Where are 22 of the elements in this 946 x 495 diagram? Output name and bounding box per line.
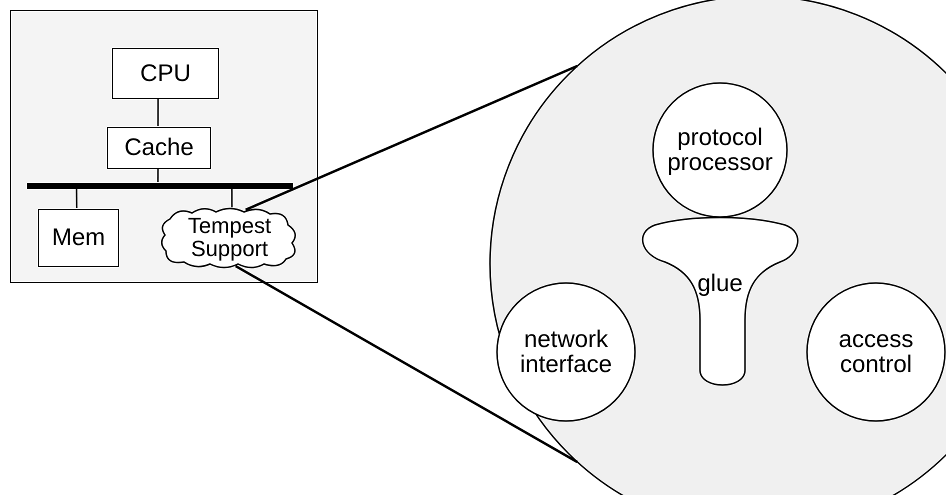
node-label: Mem [52, 225, 106, 251]
node-label: Tempest Support [186, 214, 272, 260]
cpu-box [112, 48, 219, 99]
node-label: network interface [518, 326, 614, 378]
node-label: CPU [140, 60, 191, 86]
connector-line [231, 188, 233, 208]
zoom-line [235, 265, 578, 464]
component-circle [806, 282, 946, 422]
computer-node-box [10, 10, 318, 283]
cache-box [107, 127, 211, 169]
connector-line [157, 98, 159, 126]
zoom-line [245, 64, 578, 211]
node-label: access control [838, 326, 914, 378]
component-circle [496, 282, 636, 422]
component-circle [652, 82, 788, 218]
node-label: glue [697, 271, 743, 297]
connector-line [76, 188, 78, 208]
bus-bar [27, 183, 293, 189]
node-label: protocol processor [666, 124, 774, 176]
memory-box [38, 209, 119, 267]
connector-line [157, 168, 159, 182]
node-label: Cache [124, 135, 194, 161]
